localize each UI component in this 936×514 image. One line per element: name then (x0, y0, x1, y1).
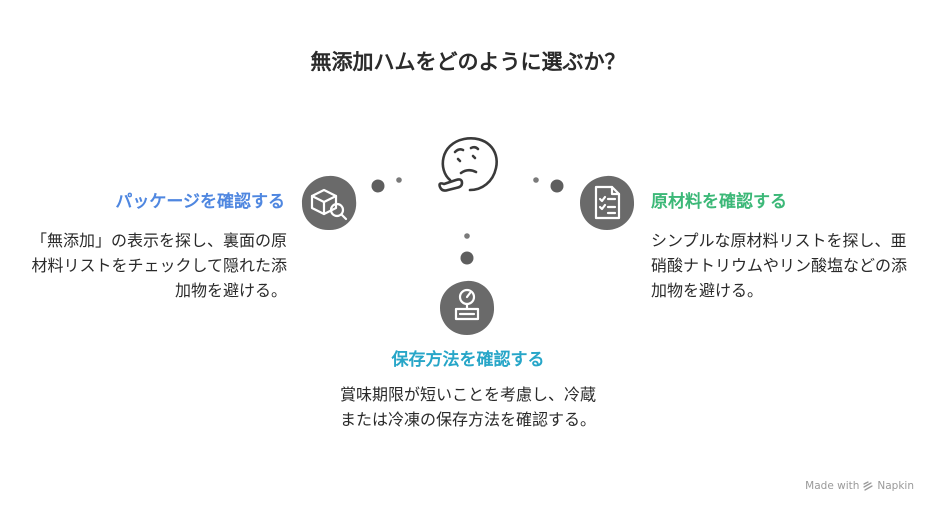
connector-dot (371, 179, 385, 193)
ingredients-branch-title: 原材料を確認する (651, 192, 787, 212)
thinking-face-icon (438, 137, 498, 192)
connector-dot (396, 177, 402, 183)
storage-branch-title: 保存方法を確認する (391, 350, 545, 370)
connector-dot (550, 179, 564, 193)
package-branch-description: 「無添加」の表示を探し、裏面の原材料リストをチェックして隠れた添加物を避ける。 (30, 231, 287, 300)
connector-dot (460, 251, 474, 265)
watermark-brand: Napkin (877, 480, 914, 492)
diagram-title: 無添加ハムをどのように選ぶか？ (310, 50, 626, 74)
ingredients-branch-description: シンプルな原材料リストを探し、亜硝酸ナトリウムやリン酸塩などの添加物を避ける。 (651, 231, 908, 300)
storage-branch-description: 賞味期限が短いことを考慮し、冷蔵または冷凍の保存方法を確認する。 (339, 385, 596, 429)
watermark-prefix: Made with (805, 480, 860, 492)
package-branch-title: パッケージを確認する (115, 192, 285, 212)
checklist-icon (580, 175, 635, 230)
connector-dot (464, 233, 470, 239)
scale-icon (440, 280, 495, 335)
made-with-napkin-watermark[interactable]: Made with Napkin (805, 480, 914, 492)
napkin-logo-icon (863, 481, 874, 491)
connector-dot (533, 177, 539, 183)
box-search-icon (301, 175, 357, 231)
